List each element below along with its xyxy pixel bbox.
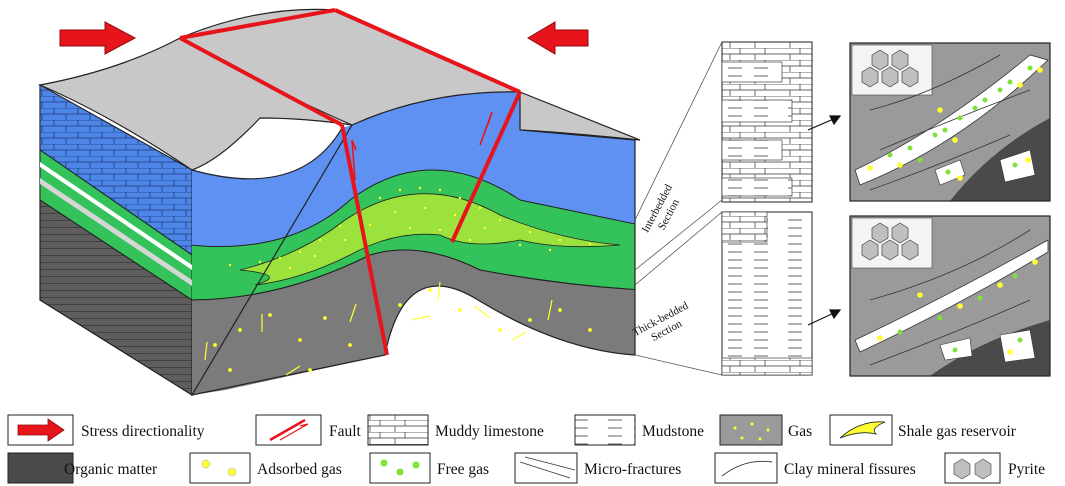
legend-item-shale-gas-reservoir: Shale gas reservoir [829,414,1017,446]
legend-label: Free gas [437,461,489,478]
legend-item-pyrite: Pyrite [944,452,1045,484]
legend-item-fault: Fault [255,414,362,446]
section-connectors [634,41,723,376]
legend-item-clay-mineral-fissures: Clay mineral fissures [714,452,916,484]
detail-arrows [807,115,842,326]
legend-label: Pyrite [1008,461,1045,478]
legend-item-muddy-limestone: Muddy limestone [367,414,544,446]
legend: Stress directionality Fault Muddy limest… [7,414,1045,484]
fault-lines [179,8,522,356]
legend-item-stress: Stress directionality [7,414,205,446]
block-model [37,8,641,397]
legend-item-organic-matter: Organic matter [7,452,158,484]
legend-item-gas: Gas [719,414,812,446]
legend-item-micro-fractures: Micro-fractures [514,452,681,484]
stress-arrow-right [527,21,589,55]
detail-interbedded [850,43,1050,201]
interbedded-section-label: Interbedded Section [640,182,682,234]
legend-label: Mudstone [642,423,704,440]
gas-migration [204,281,592,376]
thick-bedded-column [721,211,813,376]
legend-label: Shale gas reservoir [898,423,1017,440]
legend-label: Adsorbed gas [257,461,342,478]
legend-item-adsorbed-gas: Adsorbed gas [189,452,342,484]
legend-label: Muddy limestone [435,423,544,440]
legend-label: Gas [788,423,812,440]
legend-item-free-gas: Free gas [369,452,489,484]
legend-label: Organic matter [64,461,158,478]
legend-item-mudstone: Mudstone [574,414,704,446]
legend-label: Clay mineral fissures [784,461,916,478]
interbedded-column [721,41,813,203]
reservoir-gas-dots [228,186,592,270]
fault-slip-arrows [351,111,493,181]
stress-arrow-left [59,21,137,55]
left-side-face [39,83,193,397]
thick-bedded-section-label: Thick-bedded Section [631,299,691,343]
detail-thick-bedded [850,216,1050,376]
legend-label: Micro-fractures [584,461,681,478]
legend-label: Fault [329,423,362,440]
legend-label: Stress directionality [81,423,205,440]
